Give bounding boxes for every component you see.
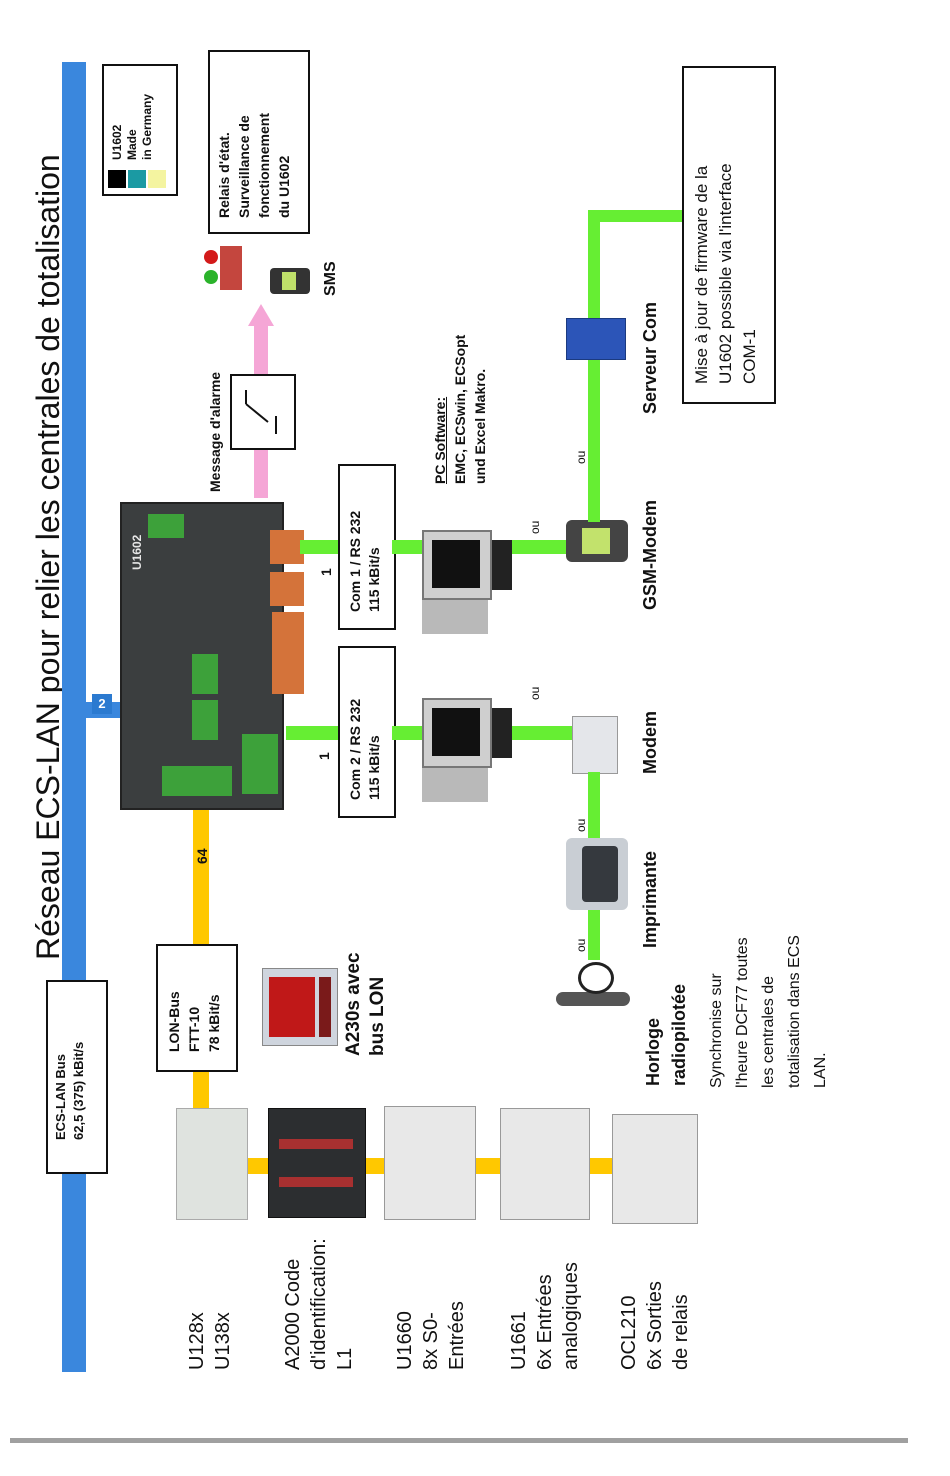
com2-to-pc-line: [392, 726, 422, 740]
pc-computer-2: [422, 668, 516, 804]
lon-bus-box: [156, 944, 238, 1072]
device-ocl210-image: [612, 1114, 698, 1224]
lon-bus-label: LON-Bus FTT-10 78 kBit/s: [166, 991, 222, 1052]
serveur-com-image: [566, 318, 626, 360]
terminal-block-2: [270, 572, 304, 606]
firmware-horizontal-line: [588, 210, 682, 222]
radio-clock-label: Horloge radiopilotée: [643, 983, 689, 1086]
made-in-germany-box: [102, 64, 178, 196]
gsm-to-server-line: [588, 350, 600, 522]
firmware-box: [682, 66, 776, 404]
u1602-model-label: U1602: [130, 534, 144, 570]
switch-symbol-box: [230, 374, 296, 450]
ecs-lan-bus-box: [46, 980, 108, 1174]
device-a2000-label: A2000 Code d'identification: L1: [282, 1238, 356, 1370]
radio-clock-image: [556, 962, 636, 1034]
printer-image: [566, 838, 628, 910]
firmware-label: Mise à jour de firmware de la U1602 poss…: [692, 163, 759, 384]
terminal-block-3: [272, 612, 304, 694]
com2-label: Com 2 / RS 232 115 kBit/s: [347, 698, 382, 800]
com1-to-pc-line: [392, 540, 422, 554]
ecs-lan-bus-label: ECS-LAN Bus 62,5 (375) kBit/s: [53, 1041, 86, 1140]
pc2-to-modem-line: [512, 726, 574, 740]
server-to-firmware-line: [588, 210, 600, 326]
sms-label: SMS: [322, 261, 339, 296]
device-ocl210-label: OCL210 6x Sorties de relais: [618, 1281, 692, 1370]
device-a2000-image: [268, 1108, 366, 1218]
ou-label-gsm: ou: [574, 450, 588, 464]
alarm-arrow-head: [248, 304, 274, 326]
device-u1661-label: U1661 6x Entrées analogiques: [508, 1262, 582, 1370]
gsm-modem-label: GSM-Modem: [640, 500, 660, 610]
ecs-lan-badge: 2: [92, 694, 112, 714]
switch-symbol: [245, 390, 277, 434]
lon-bus-number: 64: [194, 848, 210, 864]
ou-label-printer: ou: [574, 938, 588, 952]
device-u1661-image: [500, 1108, 590, 1220]
a230-meter-image: [262, 968, 338, 1046]
modem-label: Modem: [640, 711, 660, 774]
device-u128x-image: [176, 1108, 248, 1220]
status-light-image: [204, 240, 260, 300]
device-u1660-image: [384, 1106, 476, 1220]
com2-number: 1: [316, 752, 332, 760]
device-u1660-label: U1660 8x S0- Entrées: [394, 1301, 468, 1370]
ou-label-modem: ou: [574, 818, 588, 832]
printer-label: Imprimante: [640, 850, 660, 948]
ecs-lan-bus-line: [62, 62, 86, 1372]
serveur-com-label: Serveur Com: [640, 301, 660, 414]
pc-software-text: PC Software: EMC, ECSwin, ECSopt und Exc…: [432, 334, 488, 484]
pc1-to-gsm-line: [512, 540, 578, 554]
ou-label-pc1: ou: [528, 520, 542, 534]
relay-status-label: Relais d'état. Surveillance de fonctionn…: [216, 113, 292, 218]
com1-number: 1: [318, 568, 334, 576]
radio-clock-description: Synchronise sur l'heure DCF77 toutes les…: [708, 935, 829, 1088]
modem-image: [572, 716, 618, 774]
printer-to-clock-line: [588, 910, 600, 960]
relay-status-box: [208, 50, 310, 234]
terminal-block-1: [270, 530, 304, 564]
pc-computer-1: [422, 500, 516, 636]
device-u128x-label: U128x U138x: [186, 1312, 234, 1370]
sms-phone-image: [270, 268, 310, 294]
ou-label-pc2: ou: [528, 686, 542, 700]
alarm-message-label: Message d'alarme: [207, 371, 223, 492]
made-in-germany-label: U1602 Made in Germany: [110, 93, 154, 160]
footer-divider: [10, 1438, 908, 1443]
u1602-controller: [120, 502, 284, 810]
com1-label: Com 1 / RS 232 115 kBit/s: [347, 510, 382, 612]
modem-to-printer-line: [588, 772, 600, 838]
a230-label: A230s avec bus LON: [343, 952, 388, 1056]
gsm-modem-image: [566, 520, 628, 562]
